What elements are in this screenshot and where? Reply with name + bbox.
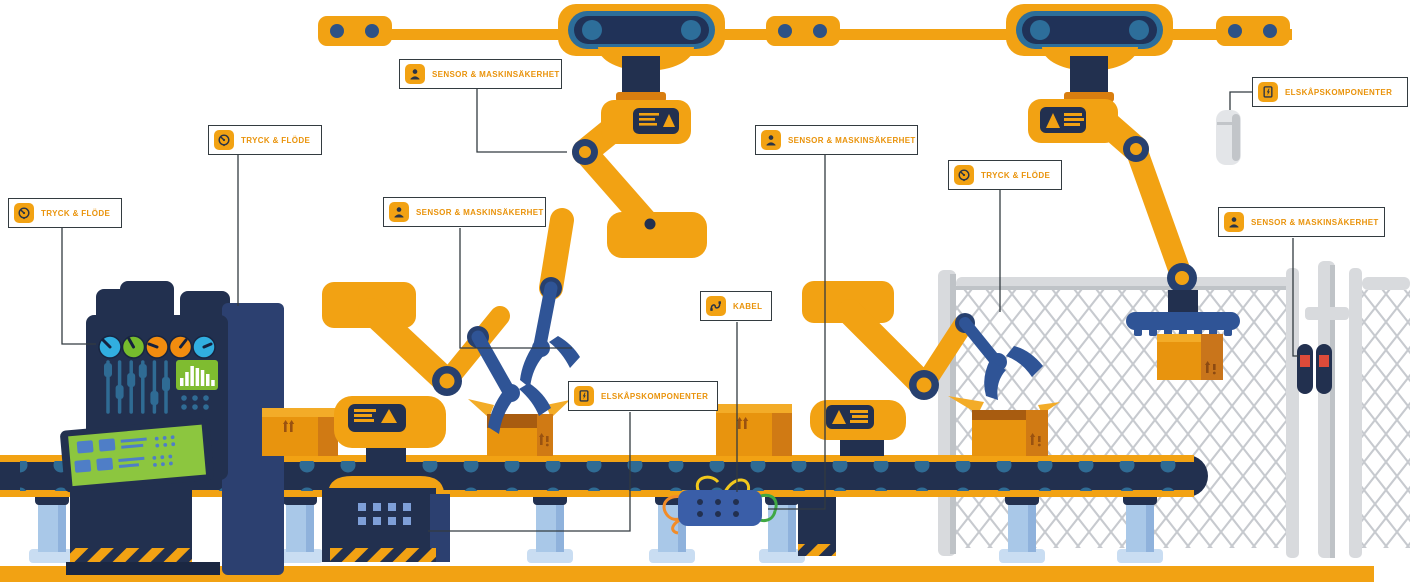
gauge-icon [954, 165, 974, 185]
gauge-icon [214, 130, 234, 150]
floor-strip [0, 566, 1374, 582]
rail-bracket-2 [766, 16, 840, 46]
label-text: ELSKÅPSKOMPONENTER [1285, 87, 1393, 97]
cable-junction-box [662, 475, 778, 535]
gate-latch [1297, 344, 1332, 394]
safety-icon [1224, 212, 1244, 232]
label-text: KABEL [733, 301, 763, 311]
label-kabel: KABEL [700, 291, 772, 321]
ceiling-robot-2 [1006, 4, 1240, 380]
gauges [98, 335, 216, 359]
conveyor-legs [29, 491, 1163, 563]
robot-3-screen [1040, 107, 1086, 133]
label-tryck-flode-2: TRYCK & FLÖDE [208, 125, 322, 155]
label-text: ELSKÅPSKOMPONENTER [601, 391, 709, 401]
box-4-open [948, 396, 1060, 456]
safety-icon [405, 64, 425, 84]
label-text: SENSOR & MASKINSÄKERHET [432, 69, 560, 79]
robot-arm-4 [802, 281, 1043, 456]
label-text: TRYCK & FLÖDE [981, 170, 1051, 180]
sliders [104, 360, 170, 414]
claw-gripper-2 [488, 383, 551, 434]
rail-bracket-1 [318, 16, 392, 46]
gauge-icon [14, 203, 34, 223]
robot-4-body [810, 400, 906, 456]
electrical-panel-icon [574, 386, 594, 406]
label-tryck-flode-1: TRYCK & FLÖDE [8, 198, 122, 228]
control-cabinet [60, 281, 284, 575]
robot-2-torso [334, 396, 446, 448]
label-elskapskomponenter-1: ELSKÅPSKOMPONENTER [568, 381, 718, 411]
label-text: SENSOR & MASKINSÄKERHET [1251, 217, 1379, 227]
ceiling-robot-1 [558, 4, 725, 258]
indicator-dots [181, 395, 209, 410]
safety-icon [761, 130, 781, 150]
rail-bracket-3 [1216, 16, 1290, 46]
box-3 [716, 404, 792, 456]
label-elskapskomponenter-2: ELSKÅPSKOMPONENTER [1252, 77, 1408, 107]
box-5-lifted [1157, 334, 1223, 380]
label-sensor-maskinsakerhet-3: SENSOR & MASKINSÄKERHET [755, 125, 918, 155]
conveyor [0, 455, 1208, 563]
robot-arm-2 [322, 282, 551, 562]
control-pedestal [798, 492, 836, 556]
equalizer-display [176, 360, 218, 390]
label-text: TRYCK & FLÖDE [41, 208, 111, 218]
safety-cylinder [1216, 110, 1241, 165]
label-text: SENSOR & MASKINSÄKERHET [788, 135, 916, 145]
box-1 [262, 408, 338, 456]
label-text: TRYCK & FLÖDE [241, 135, 311, 145]
robot-1-screen [633, 108, 679, 134]
cable-icon [706, 296, 726, 316]
hanging-gripper-arm [520, 208, 580, 388]
gate [1297, 261, 1349, 558]
connector-lines [61, 89, 1299, 532]
box-2-open [468, 399, 570, 456]
overhead-rail [318, 16, 1292, 46]
console-screen [60, 418, 214, 493]
claw-gripper-4 [984, 346, 1043, 400]
robot-2-base [322, 476, 450, 562]
safety-icon [389, 202, 409, 222]
label-sensor-maskinsakerhet-1: SENSOR & MASKINSÄKERHET [399, 59, 562, 89]
label-text: SENSOR & MASKINSÄKERHET [416, 207, 544, 217]
label-sensor-maskinsakerhet-2: SENSOR & MASKINSÄKERHET [383, 197, 546, 227]
label-sensor-maskinsakerhet-4: SENSOR & MASKINSÄKERHET [1218, 207, 1385, 237]
electrical-panel-icon [1258, 82, 1278, 102]
label-tryck-flode-3: TRYCK & FLÖDE [948, 160, 1062, 190]
